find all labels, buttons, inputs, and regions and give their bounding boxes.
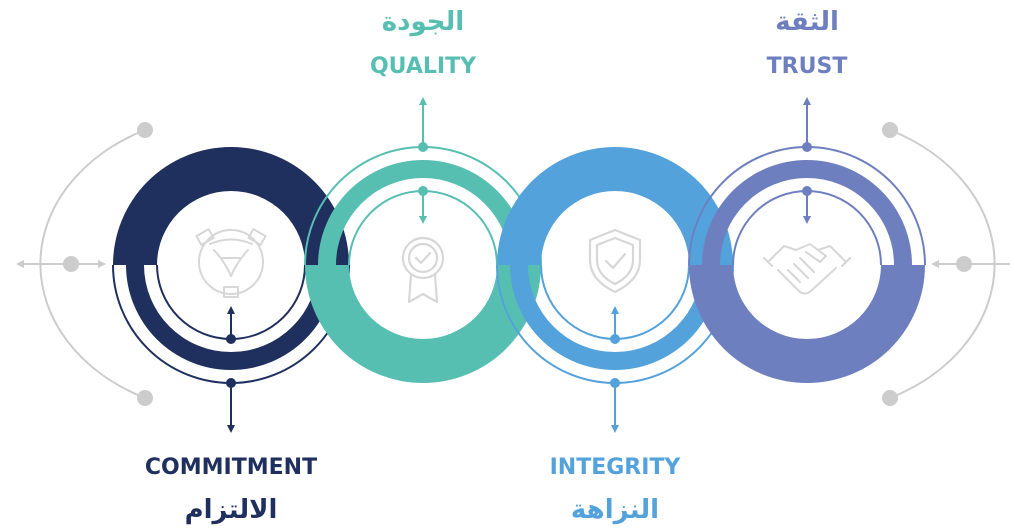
shield-check-icon xyxy=(588,228,642,294)
trust-connector xyxy=(802,97,812,224)
integrity-label-en: INTEGRITY xyxy=(550,455,682,480)
commitment-label-ar: الالتزام xyxy=(185,495,278,525)
award-badge-icon xyxy=(401,236,445,304)
trust-label-en: TRUST xyxy=(767,54,848,79)
quality-connector xyxy=(418,97,428,224)
trust-label-ar: الثقة xyxy=(775,7,839,37)
quality-label-ar: الجودة xyxy=(382,7,464,37)
teamwork-hands-icon xyxy=(195,228,267,298)
integrity-label-ar: النزاهة xyxy=(571,495,659,525)
left-decoration xyxy=(16,122,153,406)
handshake-icon xyxy=(763,243,851,295)
right-decoration xyxy=(882,122,1010,406)
quality-label-en: QUALITY xyxy=(370,54,477,79)
commitment-label-en: COMMITMENT xyxy=(145,455,317,480)
commitment-connector xyxy=(226,306,236,433)
integrity-connector xyxy=(610,306,620,433)
